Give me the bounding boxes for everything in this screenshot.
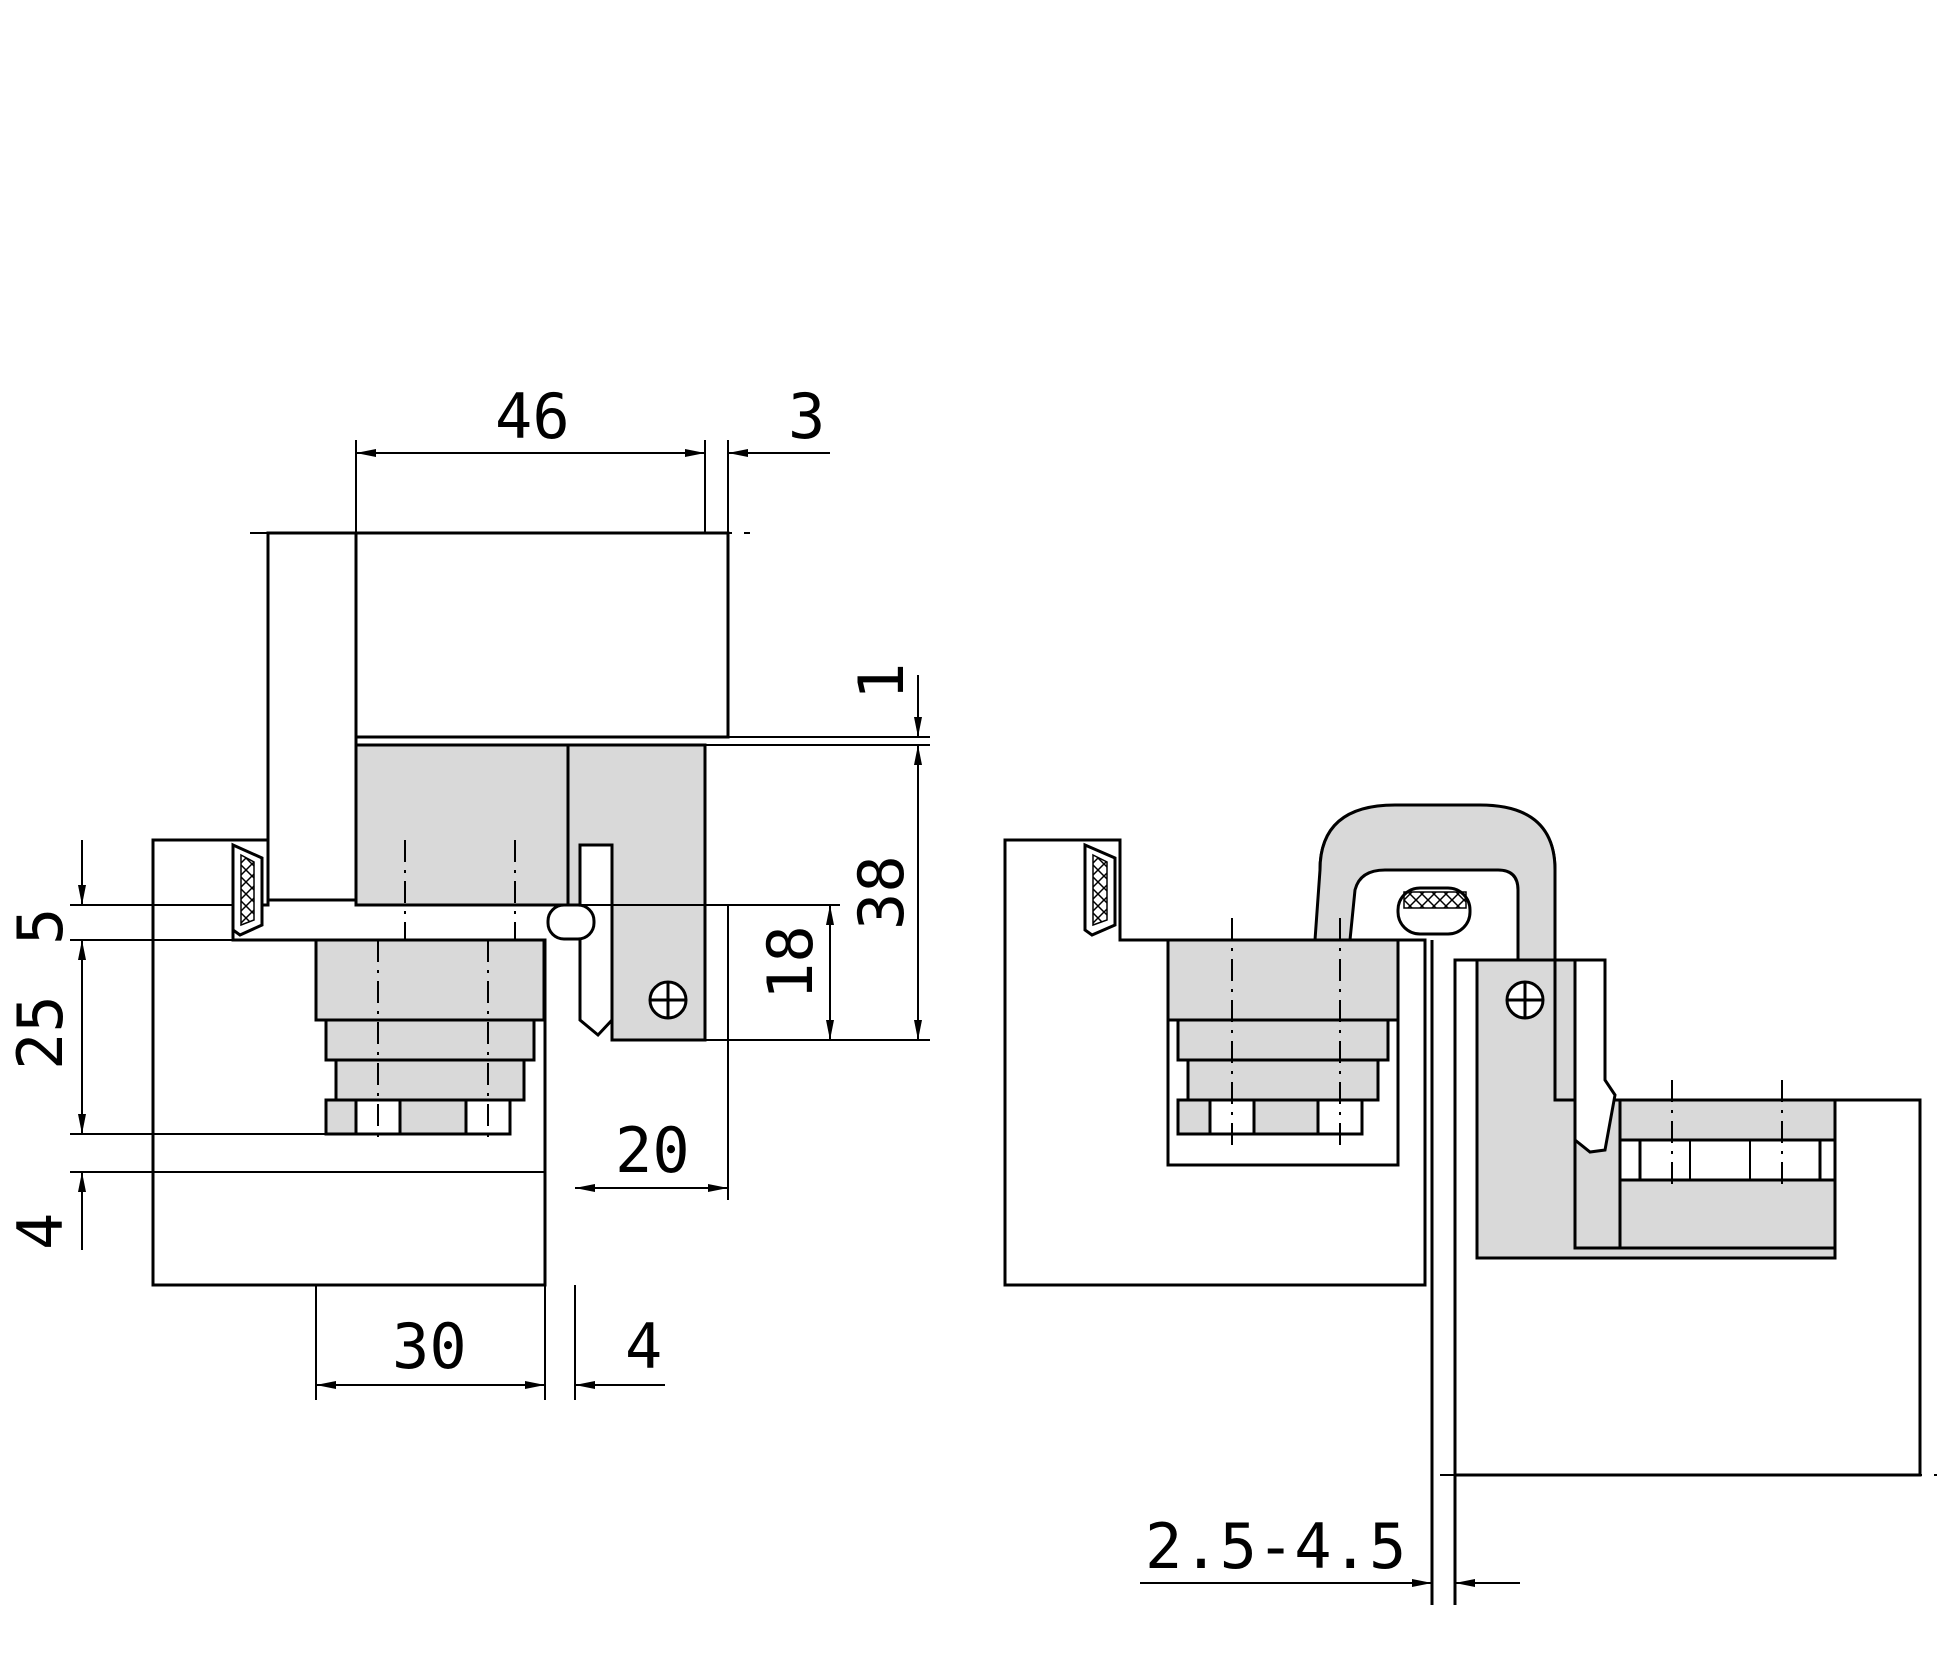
hinge-body-lower [314, 938, 546, 1145]
dim-18: 18 [754, 925, 827, 1000]
hinge-arm [1313, 803, 1557, 962]
dim-4-left: 4 [4, 1213, 77, 1250]
dim-20: 20 [615, 1114, 690, 1187]
hinge-body-left [1166, 918, 1400, 1145]
pivot-screw-right [1505, 980, 1545, 1020]
right-view: 2.5-4.5 [1003, 803, 1937, 1605]
left-view: 46 3 1 38 18 5 25 4 20 30 4 [4, 380, 930, 1400]
dim-3: 3 [788, 380, 825, 453]
dim-25: 25 [4, 995, 77, 1070]
dim-30: 30 [392, 1310, 467, 1383]
dim-46: 46 [495, 380, 570, 453]
dim-gap: 2.5-4.5 [1145, 1510, 1406, 1583]
pivot-screw [648, 980, 688, 1020]
dim-5: 5 [4, 908, 77, 945]
seal-profiles [231, 842, 614, 1038]
dim-38: 38 [845, 855, 918, 930]
left-dimension-lines [70, 440, 930, 1400]
dim-1: 1 [845, 663, 918, 700]
dim-4-bottom: 4 [625, 1310, 662, 1383]
seal-profiles-right [1083, 842, 1617, 1154]
